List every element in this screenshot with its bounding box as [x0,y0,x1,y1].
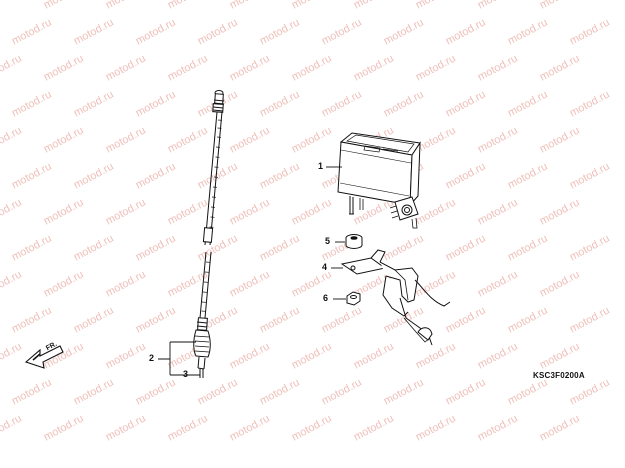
diagram-code: KSC3F0200A [533,371,585,380]
speedometer-drawing [326,132,421,229]
callout-6: 6 [323,293,329,303]
cable-top-fitting-icon [212,90,225,113]
callout-4: 4 [322,262,328,272]
cable-upper [204,111,218,246]
cable-connector-icon [389,196,419,229]
cable-lower [199,251,207,319]
nut-drawing [333,291,361,306]
forward-arrow-icon [24,345,64,369]
callout-5: 5 [325,236,331,246]
cable-bottom-fitting-icon [193,317,211,378]
bracket-drawing [331,249,451,346]
speedometer-cable-drawing [158,90,225,378]
grommet-drawing [335,234,363,249]
leader-2 [158,341,200,376]
callout-1: 1 [318,161,324,171]
callout-3: 3 [183,369,189,379]
callout-2: 2 [149,353,155,363]
